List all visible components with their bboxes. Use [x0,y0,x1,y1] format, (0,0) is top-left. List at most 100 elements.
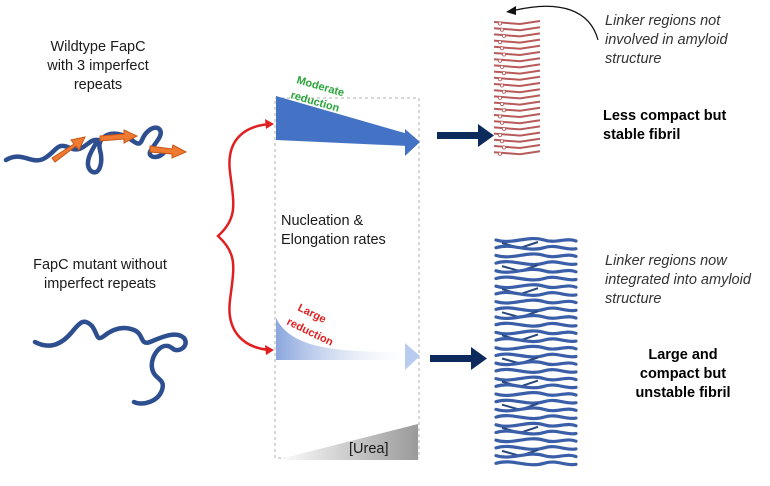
bottom-note-line1: Linker regions now [605,253,727,269]
fibril-node [499,120,504,125]
fibril-node [497,58,502,63]
fibril-node [497,40,502,45]
urea-label: [Urea] [349,441,389,457]
fibril-strand [494,398,578,405]
fibril-node [501,145,506,150]
fibril-node [501,89,506,94]
fibril-strand [494,437,578,444]
bottom-note-line3: structure [605,291,662,307]
fibril-strand [494,414,578,421]
fibril-strand [494,275,578,282]
rates-line1: Nucleation & [281,213,364,229]
fibril-strand [494,460,578,467]
fibril-strand [494,252,578,259]
fibril-strand [494,352,578,359]
fibril-node [499,139,504,144]
fibril-strand [494,236,578,244]
fibril-node [499,64,504,69]
wildtype-line2: with 3 imperfect [47,58,149,74]
imperfect-repeat-arrows [51,129,188,163]
top-note-line3: structure [605,51,662,67]
fibril-strand [494,306,578,313]
fibril-strand [493,32,541,38]
fibril-strand [493,144,541,150]
repeat-arrow [99,129,139,144]
fibril-node [499,102,504,107]
annotation-arrow [515,5,599,41]
fibril-strand [493,131,541,137]
fibril-strand [493,150,541,156]
bottom-result-line3: unstable fibril [635,385,731,401]
comparison-bracket [216,122,271,352]
top-linker-note: Linker regions not involved in amyloid s… [605,12,770,69]
fibril-strand [494,298,578,305]
fibril-node [497,151,502,156]
stable-fibril-result: Less compact but stable fibril [603,107,768,145]
fibril-strand [494,260,578,267]
top-note-line2: involved in amyloid [605,32,728,48]
fibril-node [501,52,506,57]
large-rate-shape [276,318,420,370]
unstable-fibril [494,236,578,467]
top-result-line2: stable fibril [603,127,681,143]
fibril-strand [493,125,541,131]
fibril-node [499,83,504,88]
rates-line2: Elongation rates [281,232,386,248]
fibril-node [497,77,502,82]
fibril-strand [494,429,578,436]
fibril-node [499,46,504,51]
fibril-strand [493,69,541,75]
fibril-strand [494,375,578,382]
top-result-line1: Less compact but [603,108,727,124]
fibril-strand [494,313,578,321]
fibril-strand [493,57,541,63]
wildtype-line3: repeats [73,77,123,93]
fibril-strand [494,337,578,344]
top-note-line1: Linker regions not [605,13,721,29]
urea-gradient-wedge [276,424,418,460]
unstable-fibril-result: Large and compact but unstable fibril [618,346,748,403]
mutant-line2: imperfect repeats [43,276,157,292]
fibril-strand [494,344,578,351]
fibril-node [501,33,506,38]
rate-panel [274,97,420,459]
fibril-strand [493,106,541,112]
fibril-strand [494,283,578,290]
fibril-strand [493,75,541,81]
fibril-node [499,27,504,32]
fibril-node [497,114,502,119]
arrow-to-stable-fibril [437,124,494,147]
bracket-arrowhead-top [265,119,274,129]
fibril-strand [494,244,578,251]
arrow-to-unstable-fibril [430,347,487,370]
bottom-linker-note: Linker regions now integrated into amylo… [605,252,770,309]
bottom-note-line2: integrated into amyloid [605,272,751,288]
bottom-result-line1: Large and [648,347,718,363]
rates-label: Nucleation & Elongation rates [281,212,421,250]
bottom-result-line2: compact but [639,366,727,382]
fibril-strand [494,267,578,274]
fibril-strand [493,20,541,26]
fibril-strand [494,390,578,398]
moderate-rate-shape [276,96,420,156]
fibril-strand [494,321,578,328]
fibril-node [497,21,502,26]
fibril-strand [494,367,578,374]
fibril-node [501,71,506,76]
fibril-strand [494,421,578,428]
fibril-strand [494,452,578,459]
fibril-strand [494,290,578,297]
fibril-strand [493,38,541,44]
fibril-node [497,95,502,100]
bracket-arrowhead-bottom [265,345,274,355]
fibril-strand [494,383,578,390]
wildtype-line1: Wildtype FapC [50,39,146,55]
repeat-arrow [149,144,188,159]
mutant-label: FapC mutant without imperfect repeats [20,256,180,294]
fibril-strand [493,51,541,57]
mutant-protein [32,319,188,406]
fibril-strand [494,329,578,336]
annotation-arrowhead [506,6,516,15]
